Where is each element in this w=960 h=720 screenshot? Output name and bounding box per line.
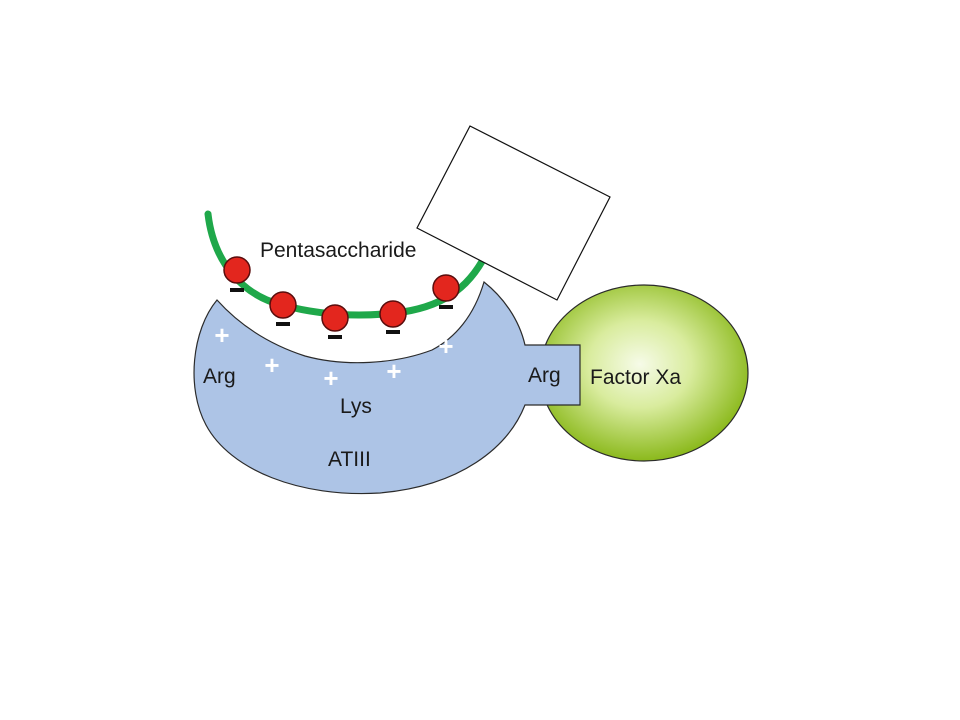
sugar-unit (379, 300, 407, 334)
sugar-unit (321, 304, 349, 339)
sugar-unit (432, 274, 460, 309)
lys-label: Lys (340, 395, 372, 418)
factor-xa-label: Factor Xa (590, 366, 681, 389)
arg-left-label: Arg (203, 365, 236, 388)
sugar-bead (223, 256, 251, 284)
positive-charge: + (438, 331, 453, 361)
sugar-bead (379, 300, 407, 328)
positive-charge: + (264, 350, 279, 380)
negative-charge-mark (386, 330, 400, 334)
atiii-shape (193, 280, 581, 495)
arg-right-label: Arg (528, 364, 561, 387)
sugar-bead (432, 274, 460, 302)
positive-charge: + (386, 356, 401, 386)
sugar-bead (321, 304, 349, 332)
atiii-label: ATIII (328, 448, 371, 471)
negative-charge-mark (276, 322, 290, 326)
negative-charge-mark (439, 305, 453, 309)
sugar-unit (223, 256, 251, 292)
positive-charge: + (323, 363, 338, 393)
blank-callout-box (416, 125, 611, 301)
sugar-bead (269, 291, 297, 319)
positive-charge: + (214, 320, 229, 350)
sugar-unit (269, 291, 297, 326)
pentasaccharide-label: Pentasaccharide (260, 239, 416, 262)
negative-charge-mark (230, 288, 244, 292)
negative-charge-mark (328, 335, 342, 339)
